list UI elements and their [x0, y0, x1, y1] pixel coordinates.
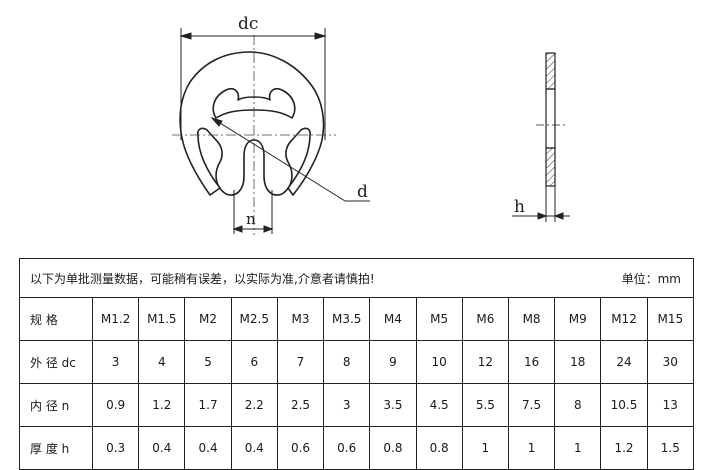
size-cell: M15 [646, 297, 695, 341]
e-clip-technical-drawing: dc d n h [172, 14, 570, 235]
value-cell: 7.5 [507, 383, 556, 427]
d-label: d [357, 182, 368, 202]
h-label: h [514, 197, 525, 217]
value-cell: 8 [323, 340, 371, 384]
unit-label: 单位：mm [621, 271, 681, 286]
value-cell: 1 [554, 426, 602, 470]
size-cell: M3.5 [323, 297, 371, 341]
value-cell: 30 [646, 340, 695, 384]
value-cell: 10.5 [600, 383, 648, 427]
size-cell: M4 [369, 297, 417, 341]
value-cell: 2.2 [230, 383, 278, 427]
size-cell: M12 [600, 297, 648, 341]
value-cell: 6 [230, 340, 278, 384]
e-clip-front-view [179, 51, 325, 196]
value-cell: 8 [554, 383, 602, 427]
value-cell: 1.7 [184, 383, 232, 427]
value-cell: 4 [138, 340, 186, 384]
value-cell: 24 [600, 340, 648, 384]
value-cell: 0.4 [230, 426, 278, 470]
value-cell: 9 [369, 340, 417, 384]
notice-row: 以下为单批测量数据，可能稍有误差，以实际为准,介意者请慎拍! 单位：mm [19, 258, 694, 298]
header-label: 规 格 [19, 297, 93, 341]
value-cell: 16 [507, 340, 556, 384]
value-cell: 0.8 [415, 426, 463, 470]
spec-table: 以下为单批测量数据，可能稍有误差，以实际为准,介意者请慎拍! 单位：mm 规 格… [19, 258, 695, 470]
value-cell: 4.5 [415, 383, 463, 427]
size-cell: M2.5 [230, 297, 278, 341]
value-cell: 0.8 [369, 426, 417, 470]
value-cell: 3 [323, 383, 371, 427]
n-label: n [246, 210, 256, 228]
size-cell: M9 [554, 297, 602, 341]
e-clip-side-view [536, 52, 566, 187]
d-leader-line [211, 117, 346, 202]
value-cell: 0.6 [276, 426, 325, 470]
value-cell: 0.4 [138, 426, 186, 470]
row-label: 内 径 n [19, 383, 93, 427]
value-cell: 5 [184, 340, 232, 384]
value-cell: 12 [461, 340, 509, 384]
value-cell: 10 [415, 340, 463, 384]
value-cell: 7 [276, 340, 325, 384]
value-cell: 0.9 [91, 383, 140, 427]
notice-cell: 以下为单批测量数据，可能稍有误差，以实际为准,介意者请慎拍! 单位：mm [19, 258, 694, 298]
size-cell: M2 [184, 297, 232, 341]
size-cell: M1.2 [91, 297, 140, 341]
value-cell: 0.3 [91, 426, 140, 470]
notice-text: 以下为单批测量数据，可能稍有误差，以实际为准,介意者请慎拍! [30, 271, 375, 286]
value-cell: 3.5 [369, 383, 417, 427]
value-cell: 18 [554, 340, 602, 384]
value-cell: 0.6 [323, 426, 371, 470]
value-cell: 1 [461, 426, 509, 470]
row-label: 外 径 dc [19, 340, 93, 384]
value-cell: 1.2 [138, 383, 186, 427]
size-cell: M1.5 [138, 297, 186, 341]
row-label: 厚 度 h [19, 426, 93, 470]
value-cell: 5.5 [461, 383, 509, 427]
value-cell: 1.5 [646, 426, 695, 470]
value-cell: 1 [507, 426, 556, 470]
size-cell: M6 [461, 297, 509, 341]
value-cell: 3 [91, 340, 140, 384]
size-cell: M8 [507, 297, 556, 341]
value-cell: 2.5 [276, 383, 325, 427]
value-cell: 0.4 [184, 426, 232, 470]
e-clip-inner-cutout [212, 87, 296, 119]
value-cell: 13 [646, 383, 695, 427]
size-cell: M5 [415, 297, 463, 341]
dc-label: dc [238, 14, 258, 34]
value-cell: 1.2 [600, 426, 648, 470]
size-cell: M3 [276, 297, 325, 341]
